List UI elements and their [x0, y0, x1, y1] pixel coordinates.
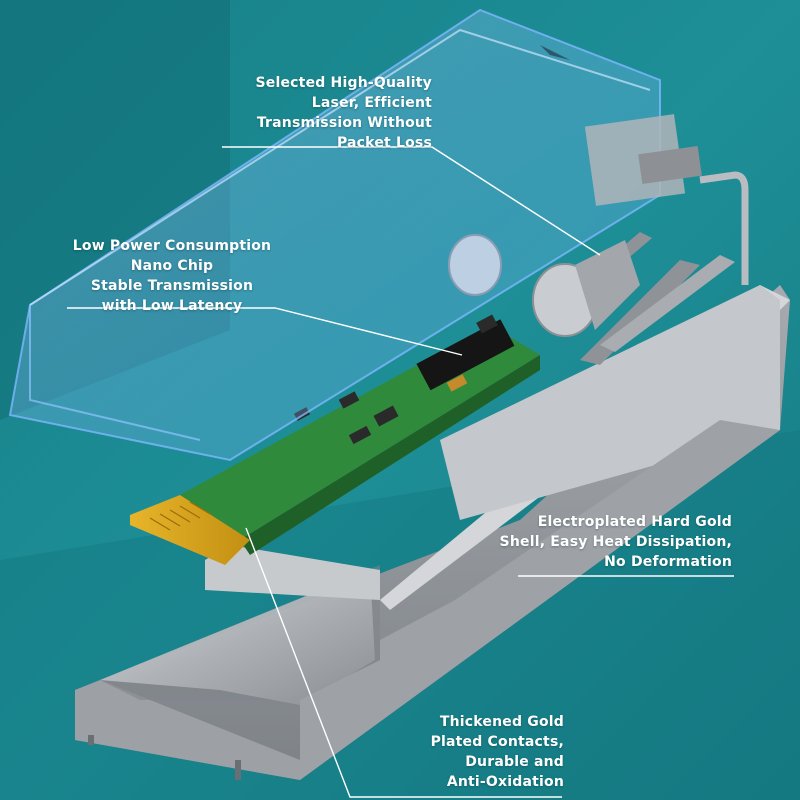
transparent-cover — [8, 8, 702, 462]
contacts-callout-line-4: Anti-Oxidation — [446, 774, 564, 790]
gold-contact-fingers — [149, 501, 211, 531]
shell-callout-line-1: Electroplated Hard Gold — [537, 514, 732, 530]
contacts-callout-line-2: Plated Contacts, — [430, 734, 564, 750]
laser-callout-line-4: Packet Loss — [336, 135, 432, 151]
contacts-callout: Thickened Gold Plated Contacts, Durable … — [380, 712, 564, 792]
laser-leader-line — [222, 146, 601, 256]
chip-callout-line-1: Low Power Consumption — [72, 238, 272, 254]
shell-callout-line-2: Shell, Easy Heat Dissipation, — [499, 534, 732, 550]
laser-callout-line-1: Selected High-Quality — [255, 75, 432, 91]
laser-callout: Selected High-Quality Laser, Efficient T… — [228, 73, 432, 153]
contacts-leader-line — [245, 527, 562, 798]
shell-callout: Electroplated Hard Gold Shell, Easy Heat… — [470, 512, 732, 572]
laser-callout-line-3: Transmission Without — [256, 115, 432, 131]
shell-callout-line-3: No Deformation — [604, 554, 732, 570]
chip-leader-line — [67, 307, 463, 356]
contacts-callout-line-3: Durable and — [465, 754, 564, 770]
laser-callout-line-2: Laser, Efficient — [311, 95, 432, 111]
chip-callout: Low Power Consumption Nano Chip Stable T… — [62, 236, 282, 316]
chip-callout-line-3: Stable Transmission — [90, 278, 254, 294]
metal-shell — [75, 285, 790, 780]
nano-chip — [416, 319, 515, 391]
chip-callout-line-2: Nano Chip — [130, 258, 214, 274]
contacts-callout-line-1: Thickened Gold — [439, 714, 564, 730]
chip-callout-line-4: with Low Latency — [101, 298, 243, 314]
leader-lines — [67, 146, 734, 798]
